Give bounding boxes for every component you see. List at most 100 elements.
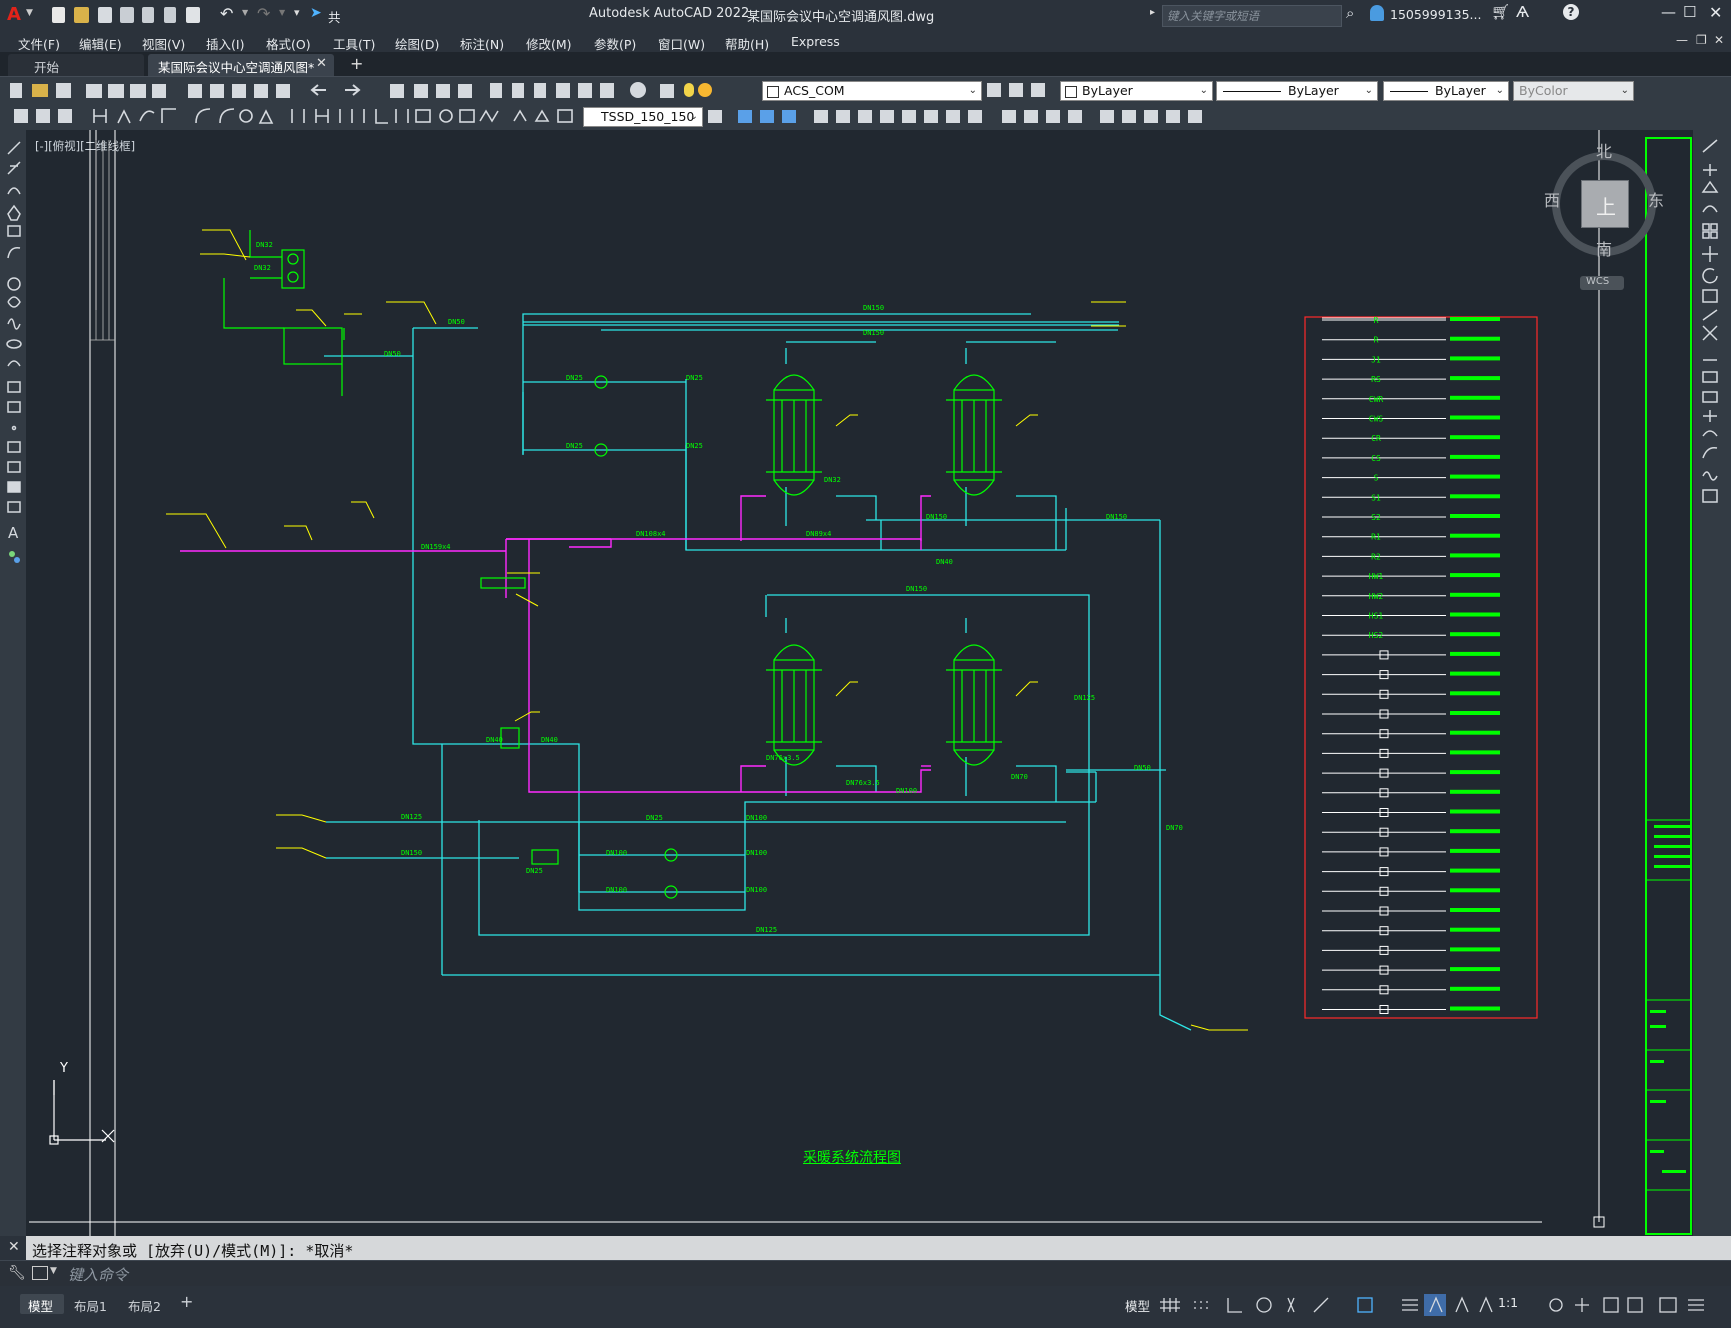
command-dropdown-icon[interactable]: ▼: [50, 1266, 57, 1276]
menu-window[interactable]: 窗口(W): [658, 37, 706, 52]
cart-icon[interactable]: 🛒︎: [1491, 3, 1511, 21]
viewcube-north[interactable]: 北: [1596, 142, 1613, 161]
dimstyle-dropdown[interactable]: TSSD_150_150 ⌄: [583, 107, 703, 127]
legend-symbol: [1379, 709, 1389, 719]
plotstyle-value: ByColor: [1519, 83, 1568, 98]
menu-bar: 文件(F) 编辑(E) 视图(V) 插入(I) 格式(O) 工具(T) 绘图(D…: [0, 30, 1731, 52]
layout-tab-1[interactable]: 布局1: [74, 1299, 107, 1314]
chevron-down-icon: ⌄: [1495, 85, 1504, 96]
tab-close-icon[interactable]: ✕: [316, 56, 327, 71]
menu-express[interactable]: Express: [791, 34, 840, 49]
doc-minimize-icon[interactable]: —: [1676, 33, 1688, 47]
standard-toolbar-icons[interactable]: [0, 77, 690, 104]
menu-dimension[interactable]: 标注(N): [460, 37, 505, 52]
menu-insert[interactable]: 插入(I): [206, 37, 245, 52]
modify-tool-icons[interactable]: [1693, 130, 1731, 550]
close-command-line-icon[interactable]: ✕: [8, 1239, 20, 1255]
open-web-icon[interactable]: [142, 7, 154, 23]
new-file-icon[interactable]: [52, 7, 65, 23]
legend-symbol: [1379, 788, 1389, 798]
autodesk-app-icon[interactable]: Ѧ: [1516, 3, 1530, 21]
tab-drawing[interactable]: 某国际会议中心空调通风图* ✕: [148, 54, 334, 76]
save-web-icon[interactable]: [164, 7, 176, 23]
command-line: 🔧︎ ▼ 键入命令: [0, 1260, 1731, 1287]
viewcube[interactable]: 上 北 南 西 东 WCS: [1544, 142, 1665, 302]
share-icon[interactable]: ➤: [310, 5, 322, 21]
modify-toolbar-icons[interactable]: [704, 103, 1224, 130]
open-file-icon[interactable]: [74, 7, 89, 23]
close-window-icon[interactable]: ✕: [1709, 3, 1723, 22]
draw-tool-icons[interactable]: A: [0, 130, 26, 590]
viewcube-east[interactable]: 东: [1648, 191, 1665, 210]
menu-file[interactable]: 文件(F): [18, 37, 60, 52]
user-name[interactable]: 1505999135...: [1390, 7, 1482, 22]
menu-draw[interactable]: 绘图(D): [395, 37, 440, 52]
autocad-logo-icon[interactable]: A: [7, 4, 21, 25]
search-input[interactable]: 键入关键字或短语: [1167, 9, 1259, 23]
save-as-icon[interactable]: [120, 7, 134, 23]
pipe-label: DN25: [566, 442, 583, 450]
viewport-controls-label[interactable]: [-][俯视][二维线框]: [35, 139, 136, 153]
help-icon[interactable]: ?: [1563, 4, 1579, 20]
layer-dropdown[interactable]: ACS_COM ⌄: [762, 81, 982, 101]
pipe-label: DN159x4: [421, 543, 451, 551]
legend-description-swatch: [1450, 829, 1500, 834]
viewcube-face-top[interactable]: 上: [1581, 180, 1629, 228]
menu-modify[interactable]: 修改(M): [526, 37, 572, 52]
user-icon[interactable]: [1370, 5, 1384, 21]
model-space-button[interactable]: 模型: [1125, 1299, 1151, 1314]
status-bar: 模型 布局1 布局2 + 模型 1:1: [0, 1286, 1731, 1328]
pipe-label: DN32: [254, 264, 271, 272]
doc-restore-icon[interactable]: ❐: [1696, 33, 1707, 47]
search-icon[interactable]: ⌕: [1346, 4, 1355, 22]
maximize-icon[interactable]: ☐: [1683, 3, 1697, 21]
undo-dropdown-icon[interactable]: ▼: [242, 8, 249, 17]
app-menu-chevron-icon[interactable]: ▼: [26, 8, 33, 18]
viewcube-south[interactable]: 南: [1596, 240, 1613, 259]
save-icon[interactable]: [98, 7, 112, 23]
legend-description-swatch: [1450, 908, 1500, 912]
drawing-viewport[interactable]: [-][俯视][二维线框]: [26, 130, 1693, 1236]
command-placeholder: 键入命令: [68, 1266, 129, 1284]
command-icon[interactable]: [32, 1266, 48, 1280]
tab-start[interactable]: 开始: [8, 54, 144, 76]
menu-edit[interactable]: 编辑(E): [79, 37, 122, 52]
menu-tools[interactable]: 工具(T): [333, 37, 376, 52]
redo-dropdown-icon[interactable]: ▼: [279, 8, 286, 17]
layer-state-icons[interactable]: [684, 81, 720, 101]
dimension-toolbar-icons[interactable]: [0, 103, 580, 130]
draw-toolbar: A: [0, 130, 26, 1236]
doc-close-icon[interactable]: ✕: [1714, 33, 1725, 47]
search-expand-icon[interactable]: ▸: [1150, 7, 1156, 18]
viewcube-ring[interactable]: [1552, 152, 1656, 256]
linetype-dropdown[interactable]: ByLayer ⌄: [1216, 81, 1378, 101]
new-tab-icon[interactable]: +: [350, 54, 364, 73]
undo-icon[interactable]: ↶: [220, 4, 234, 23]
minimize-icon[interactable]: —: [1661, 3, 1676, 21]
color-dropdown[interactable]: ByLayer ⌄: [1060, 81, 1213, 101]
layout-tab-2[interactable]: 布局2: [128, 1299, 161, 1314]
lineweight-dropdown[interactable]: ByLayer ⌄: [1383, 81, 1509, 101]
search-box[interactable]: 键入关键字或短语: [1162, 5, 1342, 27]
status-toggle-icons[interactable]: [1158, 1292, 1718, 1318]
drawing-title: 采暖系统流程图: [803, 1150, 901, 1166]
customize-qat-icon[interactable]: ▾: [294, 6, 300, 19]
legend-code: S2: [1371, 513, 1381, 522]
legend-description-swatch: [1450, 376, 1500, 381]
layer-tools-icons[interactable]: [985, 81, 1055, 101]
menu-help[interactable]: 帮助(H): [725, 37, 770, 52]
add-layout-icon[interactable]: +: [180, 1292, 194, 1311]
redo-icon[interactable]: ↷: [257, 4, 271, 23]
command-input[interactable]: 键入命令: [64, 1263, 1724, 1284]
menu-format[interactable]: 格式(O): [266, 37, 311, 52]
customize-icon[interactable]: 🔧︎: [8, 1265, 26, 1281]
layout-tab-model[interactable]: 模型: [20, 1294, 64, 1314]
viewcube-west[interactable]: 西: [1544, 191, 1561, 210]
annotation-scale[interactable]: 1:1: [1498, 1295, 1519, 1310]
menu-parametric[interactable]: 参数(P): [594, 37, 637, 52]
wcs-menu[interactable]: WCS: [1580, 276, 1624, 290]
plotstyle-dropdown[interactable]: ByColor ⌄: [1513, 81, 1634, 101]
plot-icon[interactable]: [186, 7, 200, 23]
menu-view[interactable]: 视图(V): [142, 37, 186, 52]
